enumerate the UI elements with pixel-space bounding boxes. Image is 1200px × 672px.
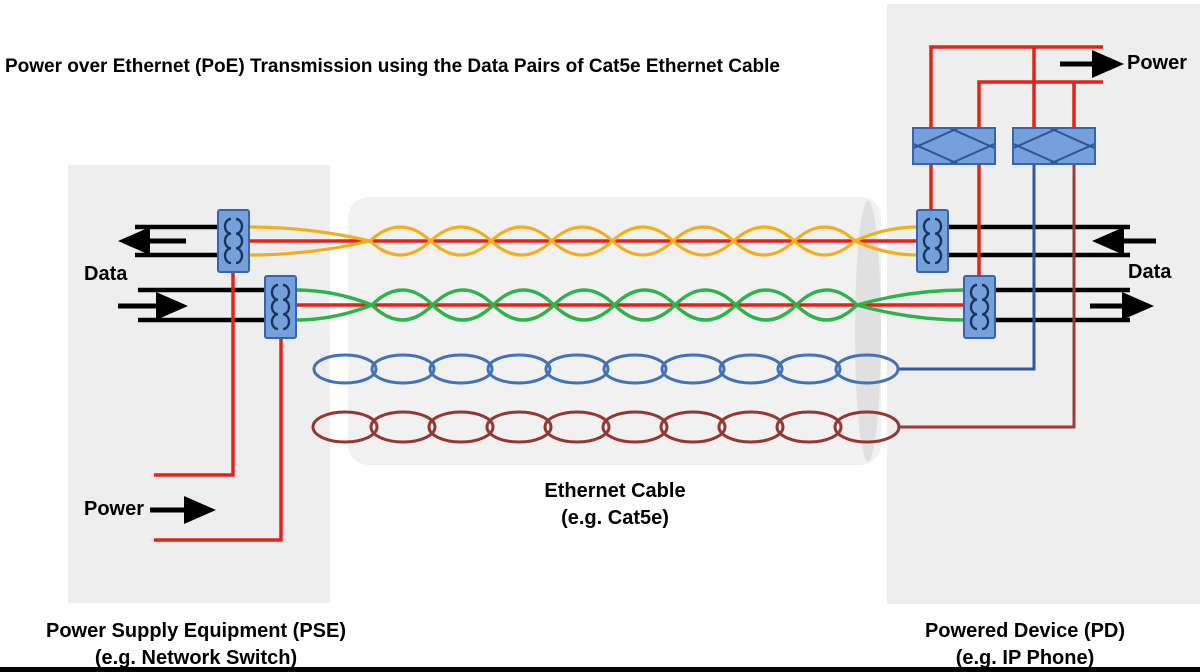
- transformer-icon: [217, 209, 250, 273]
- transformer-icon: [264, 275, 297, 339]
- pse-data-label: Data: [84, 263, 128, 285]
- cable-caption-line1: Ethernet Cable: [544, 480, 686, 502]
- pse-caption-line2: (e.g. Network Switch): [94, 647, 298, 669]
- transformer-icon: [916, 209, 949, 273]
- pd-caption: Powered Device (PD) (e.g. IP Phone): [875, 618, 1175, 672]
- spare-blue-return-wire: [898, 162, 1036, 371]
- bottom-border: [0, 667, 1200, 672]
- diode-bridge-icon: [912, 127, 996, 165]
- transformer-icon: [963, 275, 996, 339]
- diagram-title: Power over Ethernet (PoE) Transmission u…: [5, 56, 780, 77]
- pse-data-out-arrow-icon: [118, 227, 186, 255]
- isolation-transformers: [217, 209, 996, 339]
- twisted-pair-blue: [312, 353, 900, 385]
- cable-end-cap: [855, 201, 881, 461]
- pse-caption-line1: Power Supply Equipment (PSE): [45, 620, 347, 642]
- diode-bridge-icon: [1012, 127, 1096, 165]
- pd-data-out-arrow-icon: [1090, 292, 1154, 320]
- pd-caption-line2: (e.g. IP Phone): [955, 647, 1095, 669]
- cable-caption-line2: (e.g. Cat5e): [561, 507, 669, 529]
- cable-caption: Ethernet Cable (e.g. Cat5e): [460, 478, 770, 532]
- pd-power-arrow-icon: [1060, 50, 1124, 78]
- pse-power-label: Power: [84, 498, 145, 520]
- pd-caption-line1: Powered Device (PD): [924, 620, 1126, 642]
- pd-power-label: Power: [1127, 52, 1188, 74]
- pd-data-label: Data: [1128, 261, 1172, 283]
- twisted-pair-brown: [311, 410, 901, 444]
- pse-caption: Power Supply Equipment (PSE) (e.g. Netwo…: [36, 618, 356, 672]
- pd-data-in-arrow-icon: [1092, 227, 1156, 255]
- twisted-pair-green: [295, 288, 965, 322]
- pse-panel: [68, 165, 330, 603]
- pse-data-lines: [135, 224, 265, 323]
- pse-data-in-arrow-icon: [118, 292, 188, 320]
- spare-brown-return-wire: [899, 162, 1076, 429]
- twisted-pair-orange: [248, 225, 918, 257]
- pse-power-arrow-icon: [150, 496, 216, 524]
